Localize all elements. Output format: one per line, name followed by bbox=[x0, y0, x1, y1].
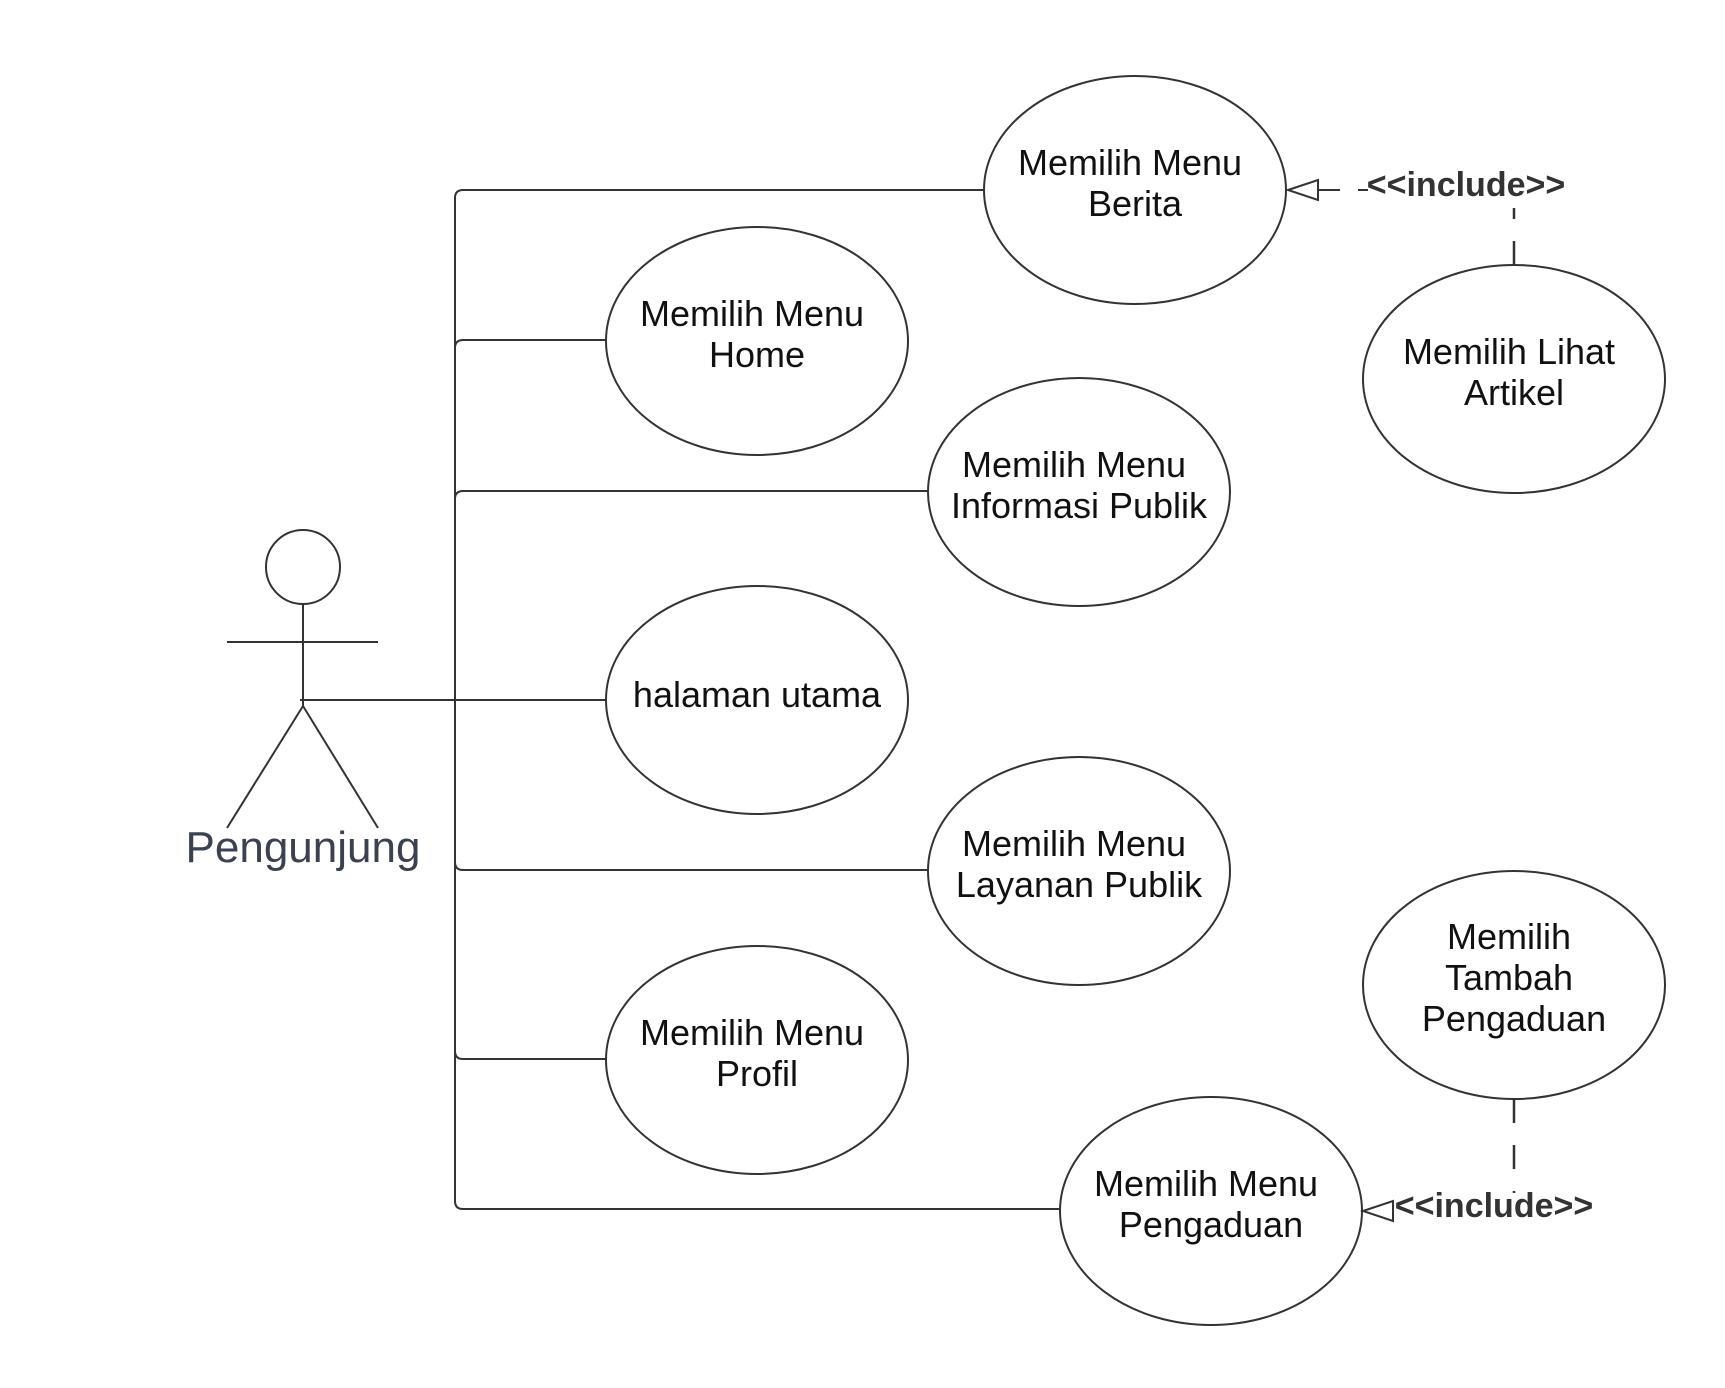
include-relation-berita: <<include>> bbox=[1284, 166, 1565, 265]
use-case-informasi-publik[interactable]: Memilih Menu Informasi Publik bbox=[927, 377, 1231, 607]
use-case-home[interactable]: Memilih Menu Home bbox=[605, 226, 909, 456]
use-case-layanan-publik-label: Memilih Menu Layanan Publik bbox=[956, 823, 1203, 905]
use-case-informasi-publik-label: Memilih Menu Informasi Publik bbox=[951, 444, 1208, 526]
use-case-home-ellipse bbox=[605, 226, 909, 456]
use-case-profil[interactable]: Memilih Menu Profil bbox=[605, 945, 909, 1175]
use-case-profil-ellipse bbox=[605, 945, 909, 1175]
use-case-home-label: Memilih Menu Home bbox=[640, 293, 874, 375]
include-pengaduan-arrowhead bbox=[1359, 1199, 1394, 1223]
use-case-berita[interactable]: Memilih Menu Berita bbox=[983, 75, 1287, 305]
include-pengaduan-label: <<include>> bbox=[1395, 1187, 1593, 1225]
use-case-pengaduan-label: Memilih Menu Pengaduan bbox=[1094, 1163, 1328, 1245]
association-home bbox=[454, 339, 606, 700]
use-case-halaman-utama-label: halaman utama bbox=[633, 674, 882, 715]
actor-label: Pengunjung bbox=[186, 823, 421, 872]
association-lines bbox=[300, 189, 1060, 1210]
association-pengaduan bbox=[454, 700, 1060, 1210]
use-case-lihat-artikel[interactable]: Memilih Lihat Artikel bbox=[1362, 264, 1666, 494]
association-informasi-publik bbox=[454, 490, 928, 700]
use-case-tambah-pengaduan-label: Memilih Tambah Pengaduan bbox=[1422, 916, 1606, 1039]
use-case-lihat-artikel-label: Memilih Lihat Artikel bbox=[1403, 331, 1625, 413]
use-case-pengaduan[interactable]: Memilih Menu Pengaduan bbox=[1059, 1096, 1363, 1326]
use-case-berita-label: Memilih Menu Berita bbox=[1018, 142, 1252, 224]
use-case-profil-label: Memilih Menu Profil bbox=[640, 1012, 874, 1094]
association-berita bbox=[454, 189, 985, 700]
include-relation-pengaduan: <<include>> bbox=[1359, 1099, 1593, 1225]
actor-head bbox=[265, 529, 341, 605]
use-case-tambah-pengaduan[interactable]: Memilih Tambah Pengaduan bbox=[1362, 870, 1666, 1100]
use-case-halaman-utama-ellipse bbox=[605, 585, 909, 815]
actor-left-leg bbox=[226, 705, 304, 829]
include-berita-arrowhead bbox=[1284, 178, 1319, 202]
use-case-layanan-publik[interactable]: Memilih Menu Layanan Publik bbox=[927, 756, 1231, 986]
association-profil bbox=[454, 700, 606, 1060]
actor-right-leg bbox=[302, 705, 379, 829]
use-case-informasi-publik-ellipse bbox=[927, 377, 1231, 607]
include-berita-label: <<include>> bbox=[1367, 166, 1565, 204]
use-case-halaman-utama[interactable]: halaman utama bbox=[605, 585, 909, 815]
use-case-layanan-publik-ellipse bbox=[927, 756, 1231, 986]
actor-pengunjung[interactable]: Pengunjung bbox=[186, 529, 421, 872]
